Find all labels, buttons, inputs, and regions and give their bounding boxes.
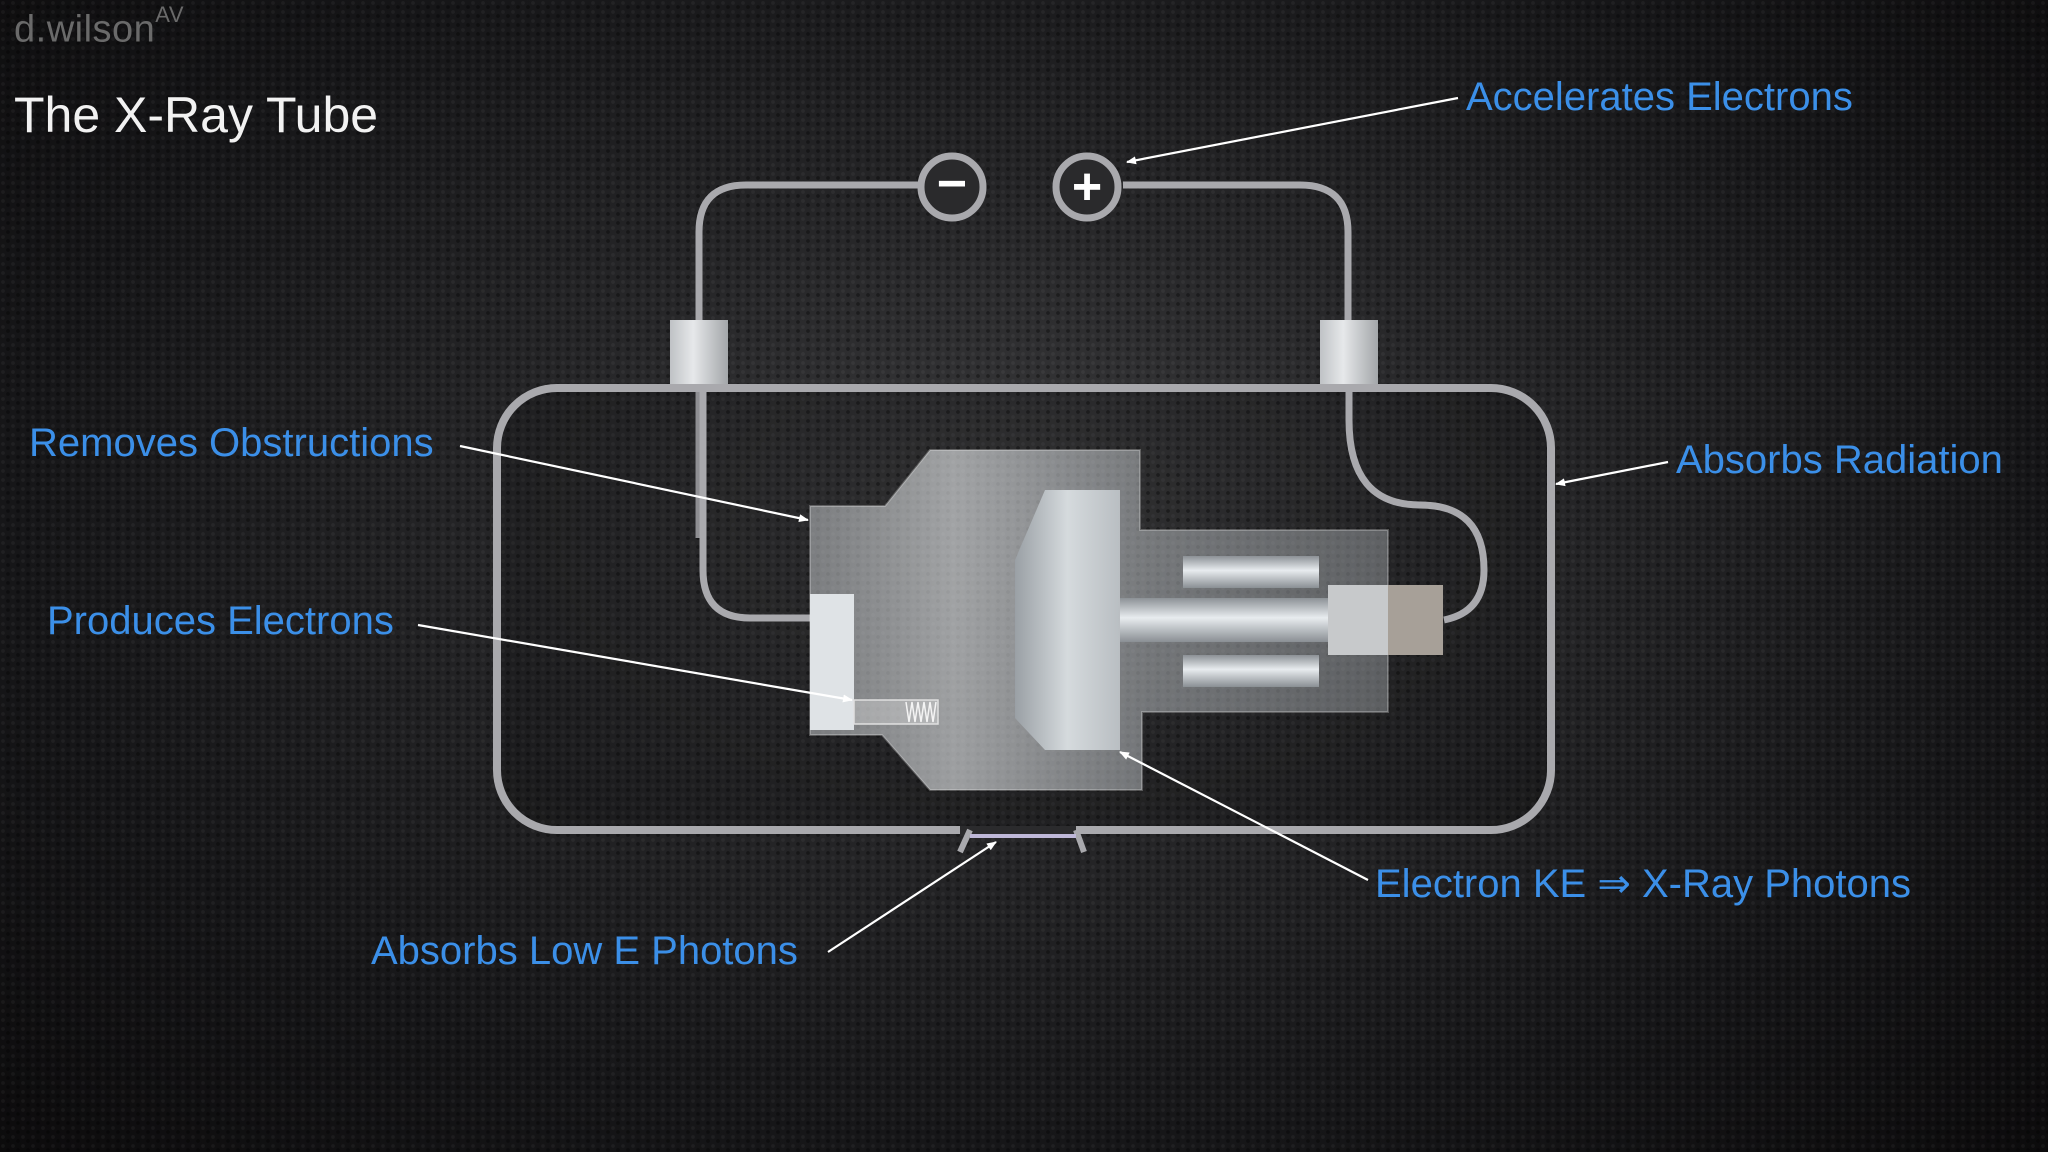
leader-absorbs-radiation [1555, 460, 1669, 487]
label-absorbs-low-e-photons: Absorbs Low E Photons [371, 929, 798, 973]
label-produces-electrons: Produces Electrons [47, 599, 394, 643]
envelope-window-edge-left [957, 828, 973, 854]
internal-wire-cathode [699, 388, 810, 622]
internal-wire-anode [1345, 388, 1488, 624]
anode-bearing-shade [1388, 585, 1443, 655]
watermark-name: d.wilson [14, 8, 156, 51]
filament-icon [853, 699, 939, 725]
leader-electron-ke [1119, 751, 1369, 881]
leader-produces [417, 623, 853, 703]
positive-terminal-icon [1052, 152, 1122, 222]
rotor-coil-top [1183, 556, 1319, 588]
cathode-cup [810, 594, 854, 730]
cathode-terminal-post [670, 320, 728, 384]
negative-terminal-icon [917, 152, 987, 222]
envelope-window-edge-right [1073, 828, 1087, 854]
watermark-superscript: AV [155, 2, 185, 27]
label-electron-ke-xray-photons: Electron KE ⇒ X-Ray Photons [1375, 862, 1911, 906]
leader-removes [459, 444, 809, 523]
positive-terminal-sign: + [1072, 158, 1102, 216]
rotor-stem [1120, 598, 1330, 642]
anode-target [1015, 490, 1120, 750]
label-absorbs-radiation: Absorbs Radiation [1676, 438, 2003, 482]
watermark-logo: d.wilsonAV [14, 2, 184, 52]
envelope-window-gap [960, 826, 1076, 836]
circuit-wire-positive [1123, 181, 1352, 330]
label-accelerates-electrons: Accelerates Electrons [1466, 75, 1853, 119]
rotor-coil-bottom [1183, 655, 1319, 687]
leader-accelerates [1126, 96, 1459, 165]
circuit-wire-negative [695, 181, 925, 538]
anode-terminal-post [1320, 320, 1378, 384]
slide-title: The X-Ray Tube [14, 87, 379, 143]
negative-terminal-sign: − [937, 155, 967, 213]
label-removes-obstructions: Removes Obstructions [29, 421, 434, 465]
leader-absorbs-low-e [827, 841, 997, 953]
